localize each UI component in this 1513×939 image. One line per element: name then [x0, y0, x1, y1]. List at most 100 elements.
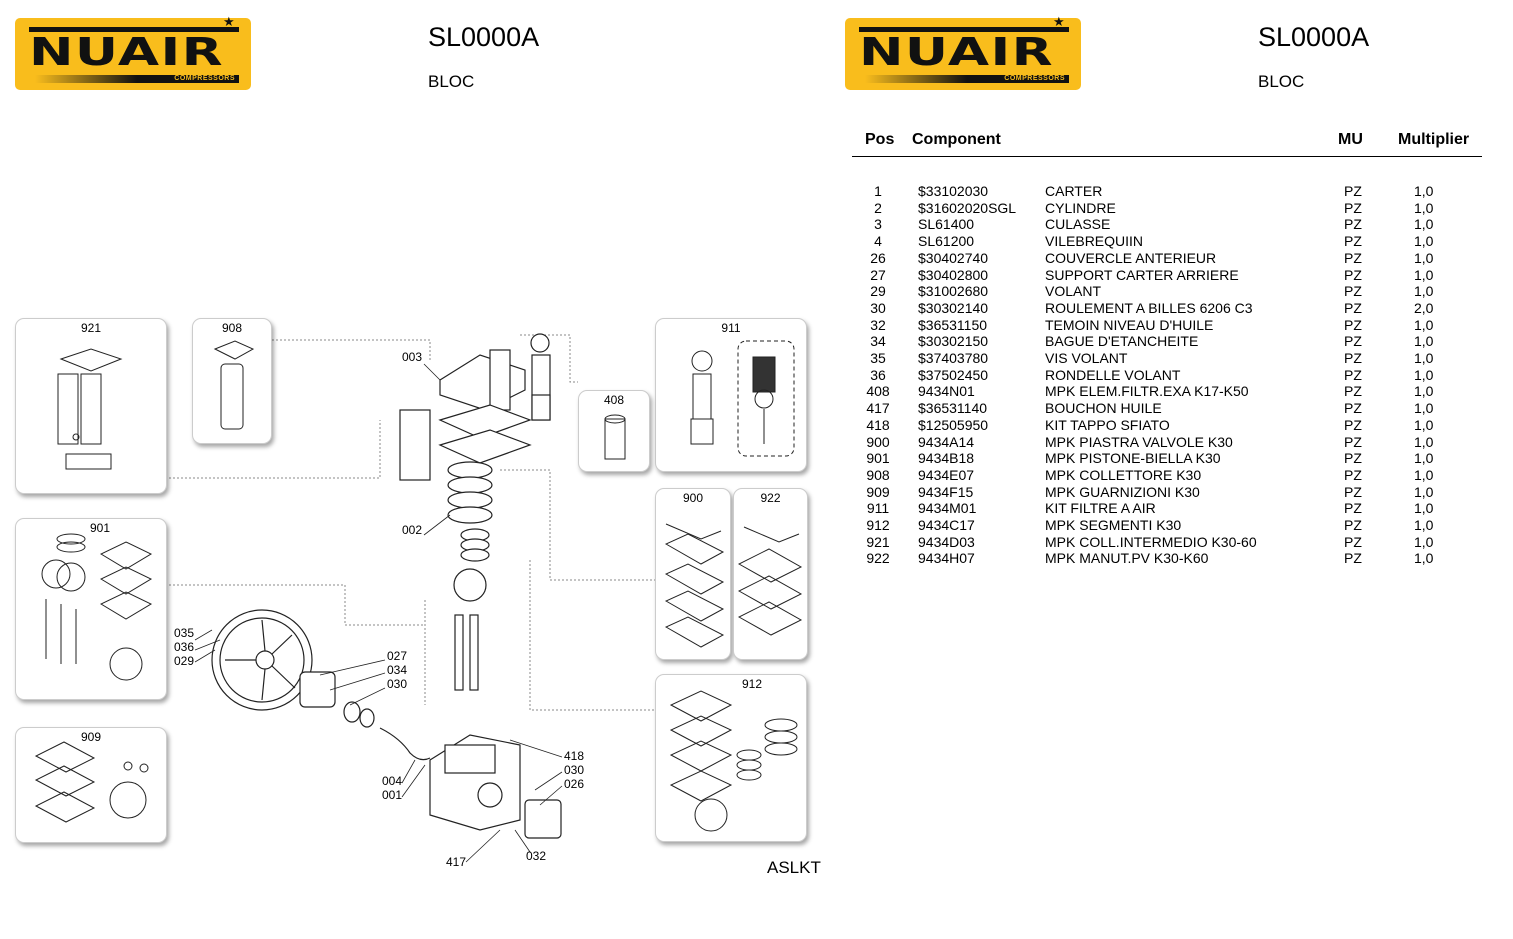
cell-description: BAGUE D'ETANCHEITE — [1045, 333, 1199, 350]
cell-mu: PZ — [1344, 299, 1362, 316]
logo-sub: COMPRESSORS — [174, 75, 235, 82]
page-subtitle: BLOC — [428, 72, 475, 91]
col-header-mu: MU — [1338, 131, 1363, 148]
panel-label: 921 — [80, 321, 102, 335]
cell-description: MPK COLLETTORE K30 — [1045, 466, 1202, 483]
cell-mu: PZ — [1344, 466, 1362, 483]
cell-description: BOUCHON HUILE — [1045, 400, 1162, 417]
cell-description: COUVERCLE ANTERIEUR — [1045, 249, 1217, 266]
cell-mu: PZ — [1344, 216, 1362, 233]
callout-004: 004 — [382, 774, 403, 788]
cell-pos: 901 — [866, 450, 890, 467]
cell-part-code: 9434F15 — [918, 483, 974, 500]
cell-pos: 908 — [866, 466, 890, 483]
cell-part-code: $30302140 — [918, 299, 989, 316]
cell-multiplier: 1,0 — [1414, 433, 1434, 450]
cell-mu: PZ — [1344, 550, 1362, 567]
cell-multiplier: 1,0 — [1414, 316, 1434, 333]
cell-mu: PZ — [1344, 416, 1362, 433]
cell-multiplier: 1,0 — [1414, 533, 1434, 550]
table-row: 922 9434H07 MPK MANUT.PV K30-K60 PZ 1,0 — [850, 550, 1513, 567]
callout-036: 036 — [174, 640, 195, 654]
cell-multiplier: 1,0 — [1414, 266, 1434, 283]
cell-multiplier: 1,0 — [1414, 550, 1434, 567]
callout-003: 003 — [402, 350, 423, 364]
col-header-pos: Pos — [865, 131, 895, 148]
cell-part-code: $37502450 — [918, 366, 989, 383]
cell-pos: 30 — [870, 299, 886, 316]
nuair-logo: ★ NUAIR COMPRESSORS — [845, 15, 1081, 90]
cell-description: MPK MANUT.PV K30-K60 — [1045, 550, 1209, 567]
cell-pos: 3 — [874, 216, 882, 233]
cell-pos: 408 — [866, 383, 890, 400]
cell-mu: PZ — [1344, 517, 1362, 533]
cell-pos: 36 — [870, 366, 886, 383]
kit-panel-900: 900 — [655, 488, 731, 660]
cell-part-code: $12505950 — [918, 416, 989, 433]
cell-multiplier: 1,0 — [1414, 416, 1434, 433]
cell-mu: PZ — [1344, 366, 1362, 383]
cell-multiplier: 1,0 — [1414, 350, 1434, 366]
panel-label: 922 — [760, 491, 781, 505]
cell-description: CARTER — [1045, 183, 1103, 199]
callout-027: 027 — [387, 649, 408, 663]
cell-pos: 34 — [870, 333, 886, 350]
cell-multiplier: 1,0 — [1414, 466, 1434, 483]
cell-multiplier: 1,0 — [1414, 450, 1434, 467]
cell-mu: PZ — [1344, 183, 1362, 199]
cell-pos: 921 — [866, 533, 890, 550]
logo-sub: COMPRESSORS — [1004, 75, 1065, 82]
cell-part-code: $37403780 — [918, 350, 989, 366]
cell-multiplier: 1,0 — [1414, 216, 1434, 233]
cell-multiplier: 1,0 — [1414, 500, 1434, 517]
cell-description: SUPPORT CARTER ARRIERE — [1045, 266, 1239, 283]
cell-part-code: 9434A14 — [918, 433, 975, 450]
cell-mu: PZ — [1344, 266, 1362, 283]
cell-mu: PZ — [1344, 533, 1362, 550]
cell-part-code: $31602020SGL — [918, 199, 1017, 216]
cell-part-code: 9434D03 — [918, 533, 975, 550]
logo-word: NUAIR — [29, 30, 225, 74]
cell-multiplier: 1,0 — [1414, 366, 1434, 383]
cell-pos: 29 — [870, 283, 886, 300]
cell-multiplier: 1,0 — [1414, 283, 1434, 300]
cell-pos: 922 — [866, 550, 890, 567]
cell-part-code: $33102030 — [918, 183, 989, 199]
cell-description: MPK SEGMENTI K30 — [1045, 517, 1182, 533]
header-divider — [852, 156, 1482, 157]
cell-multiplier: 1,0 — [1414, 183, 1434, 199]
cell-pos: 912 — [866, 517, 890, 533]
cell-part-code: $36531140 — [918, 400, 988, 417]
cell-multiplier: 1,0 — [1414, 383, 1434, 400]
cell-multiplier: 2,0 — [1414, 299, 1434, 316]
cell-part-code: $30302150 — [918, 333, 989, 350]
model-code: ASLKT — [767, 858, 821, 877]
cell-part-code: 9434H07 — [918, 550, 975, 567]
cell-part-code: 9434M01 — [918, 500, 977, 517]
page-subtitle: BLOC — [1258, 72, 1305, 91]
kit-panel-909: 909 — [15, 727, 167, 843]
cell-description: VIS VOLANT — [1045, 350, 1128, 366]
cell-mu: PZ — [1344, 450, 1362, 467]
cell-part-code: 9434C17 — [918, 517, 975, 533]
cell-mu: PZ — [1344, 283, 1362, 300]
cell-description: MPK PISTONE-BIELLA K30 — [1045, 450, 1221, 467]
cell-mu: PZ — [1344, 383, 1362, 400]
cell-pos: 27 — [870, 266, 886, 283]
cell-description: CULASSE — [1045, 216, 1111, 233]
panel-label: 912 — [742, 677, 763, 691]
cell-mu: PZ — [1344, 249, 1362, 266]
cell-pos: 1 — [874, 183, 882, 199]
